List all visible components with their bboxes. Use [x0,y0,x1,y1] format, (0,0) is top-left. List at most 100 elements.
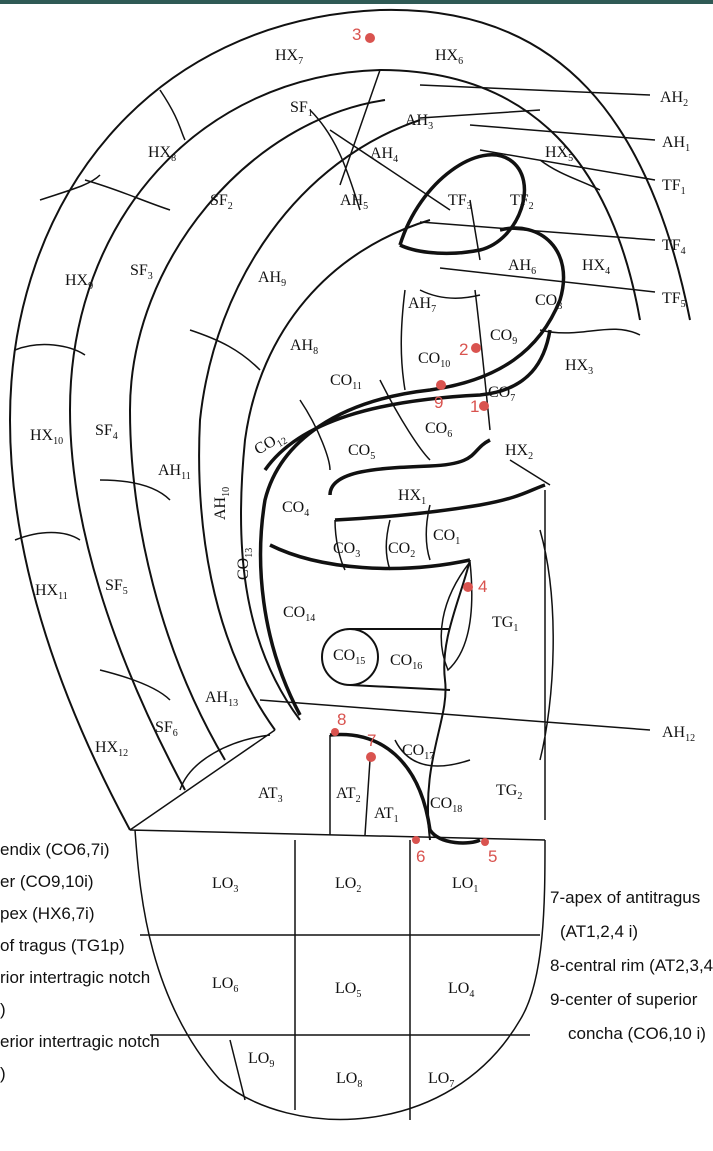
label-co5: CO5 [348,442,375,462]
label-at3: AT3 [258,785,283,805]
label-hx7: HX7 [275,47,303,67]
legend-left-8: ) [0,1064,6,1084]
label-subscript: 6 [458,56,463,67]
point-4-dot [463,582,473,592]
label-subscript: 9 [88,281,93,292]
point-4-label: 4 [478,577,487,596]
label-subscript: 8 [357,1079,362,1090]
label-subscript: 13 [244,548,255,558]
legend-left-1: endix (CO6,7i) [0,840,110,860]
label-subscript: 5 [363,201,368,212]
label-tg2: TG2 [496,782,522,802]
label-at1: AT1 [374,805,399,825]
label-lo7: LO7 [428,1070,454,1090]
label-subscript: 5 [123,586,128,597]
label-subscript: 6 [173,728,178,739]
label-subscript: 1 [685,143,690,154]
legend-right-1: 7-apex of antitragus [550,888,700,908]
label-lo1: LO1 [452,875,478,895]
label-subscript: 4 [393,154,398,165]
point-5-dot [481,838,489,846]
label-subscript: 11 [58,591,68,602]
point-2-dot [471,343,481,353]
label-subscript: 4 [681,246,686,257]
label-co4: CO4 [282,499,309,519]
label-hx12: HX12 [95,739,128,759]
label-subscript: 7 [431,304,436,315]
point-9-label: 9 [434,393,443,412]
label-subscript: 12 [685,733,695,744]
label-ah8: AH8 [290,337,318,357]
legend-right-4: 9-center of superior [550,990,697,1010]
label-subscript: 4 [605,266,610,277]
label-ah1: AH1 [662,134,690,154]
label-subscript: 14 [305,613,315,624]
label-subscript: 2 [683,98,688,109]
label-subscript: 18 [452,804,462,815]
legend-left-4: of tragus (TG1p) [0,936,125,956]
label-lo3: LO3 [212,875,238,895]
point-8-dot [331,728,339,736]
label-subscript: 3 [233,884,238,895]
label-hx8: HX8 [148,144,176,164]
label-co6: CO6 [425,420,452,440]
point-3-label: 3 [352,25,361,44]
point-6-dot [412,836,420,844]
label-subscript: 5 [356,989,361,1000]
label-co3: CO3 [333,540,360,560]
label-co17: CO17 [402,742,434,762]
label-subscript: 4 [304,508,309,519]
label-subscript: 10 [440,359,450,370]
label-subscript: 2 [528,451,533,462]
label-co13: CO13 [235,548,255,580]
label-hx9: HX9 [65,272,93,292]
legend-left-7: erior intertragic notch [0,1032,160,1052]
label-ah13: AH13 [205,689,238,709]
concha-lower-line [270,545,470,568]
legend-left-3: pex (HX6,7i) [0,904,94,924]
label-co12: CO12 [252,428,290,461]
label-ah3: AH3 [405,112,433,132]
label-subscript: 2 [356,884,361,895]
label-ah9: AH9 [258,269,286,289]
label-subscript: 16 [412,661,422,672]
point-2-label: 2 [459,340,468,359]
label-hx11: HX11 [35,582,68,602]
legend-left-5: rior intertragic notch [0,968,150,988]
label-subscript: 2 [529,201,534,212]
label-subscript: 1 [681,186,686,197]
label-co18: CO18 [430,795,462,815]
label-subscript: 9 [281,278,286,289]
label-lo8: LO8 [336,1070,362,1090]
label-subscript: 3 [355,549,360,560]
point-1-label: 1 [470,397,479,416]
label-hx1: HX1 [398,487,426,507]
label-subscript: 8 [313,346,318,357]
label-tf3: TF3 [448,192,472,212]
label-subscript: 1 [455,536,460,547]
legend-left-6: ) [0,1000,6,1020]
label-subscript: 3 [428,121,433,132]
label-tg1: TG1 [492,614,518,634]
label-subscript: 1 [513,623,518,634]
label-co15: CO15 [333,647,365,667]
inner-helix-outline [70,70,640,790]
label-subscript: 15 [355,656,365,667]
label-subscript: 4 [113,431,118,442]
label-co16: CO16 [390,652,422,672]
antihelix-inner-line [241,220,430,720]
label-ah5: AH5 [340,192,368,212]
label-subscript: 5 [568,153,573,164]
label-subscript: 11 [352,381,362,392]
label-sf2: SF2 [210,192,233,212]
label-sf5: SF5 [105,577,128,597]
label-lo5: LO5 [335,980,361,1000]
label-subscript: 5 [370,451,375,462]
label-subscript: 4 [469,989,474,1000]
point-7-label: 7 [367,731,376,750]
label-subscript: 10 [53,436,63,447]
label-tf1: TF1 [662,177,686,197]
label-subscript: 11 [181,471,191,482]
label-subscript: 7 [449,1079,454,1090]
label-ah6: AH6 [508,257,536,277]
